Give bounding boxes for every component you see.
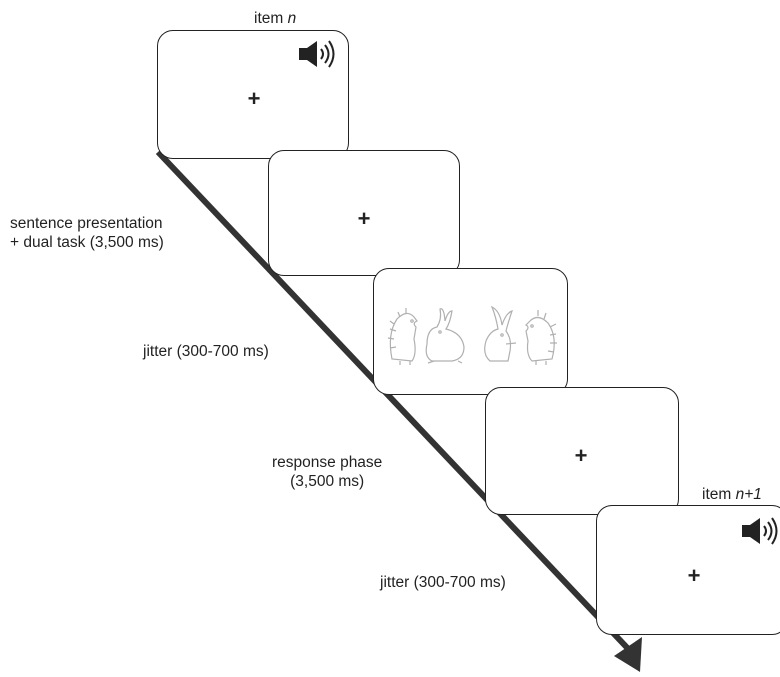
picture-screen — [373, 268, 568, 395]
item-n1-label: item n+1 — [702, 486, 762, 503]
delay-screen: + — [268, 150, 460, 276]
speaker-icon — [742, 517, 778, 545]
phase-label-sentence: sentence presentation + dual task (3,500… — [10, 215, 164, 252]
speaker-icon — [299, 40, 335, 68]
rabbit-icon — [484, 305, 517, 362]
hedgehog-icon — [387, 308, 418, 365]
next-item-screen: + — [596, 505, 780, 635]
phase-label-jitter-2: jitter (300-700 ms) — [380, 574, 506, 591]
fixation-cross: + — [357, 206, 371, 231]
phase-label-response: response phase (3,500 ms) — [272, 454, 383, 491]
fixation-cross: + — [247, 86, 261, 111]
hedgehog-icon — [524, 310, 557, 365]
response-screen: + — [485, 387, 679, 515]
item-n-label: item n — [254, 10, 297, 27]
fixation-cross: + — [574, 443, 588, 468]
picture-pair — [387, 305, 557, 365]
item-n-screen: + — [157, 30, 349, 159]
phase-label-jitter-1: jitter (300-700 ms) — [143, 343, 269, 360]
rabbit-icon — [425, 308, 465, 364]
fixation-cross: + — [687, 563, 701, 588]
